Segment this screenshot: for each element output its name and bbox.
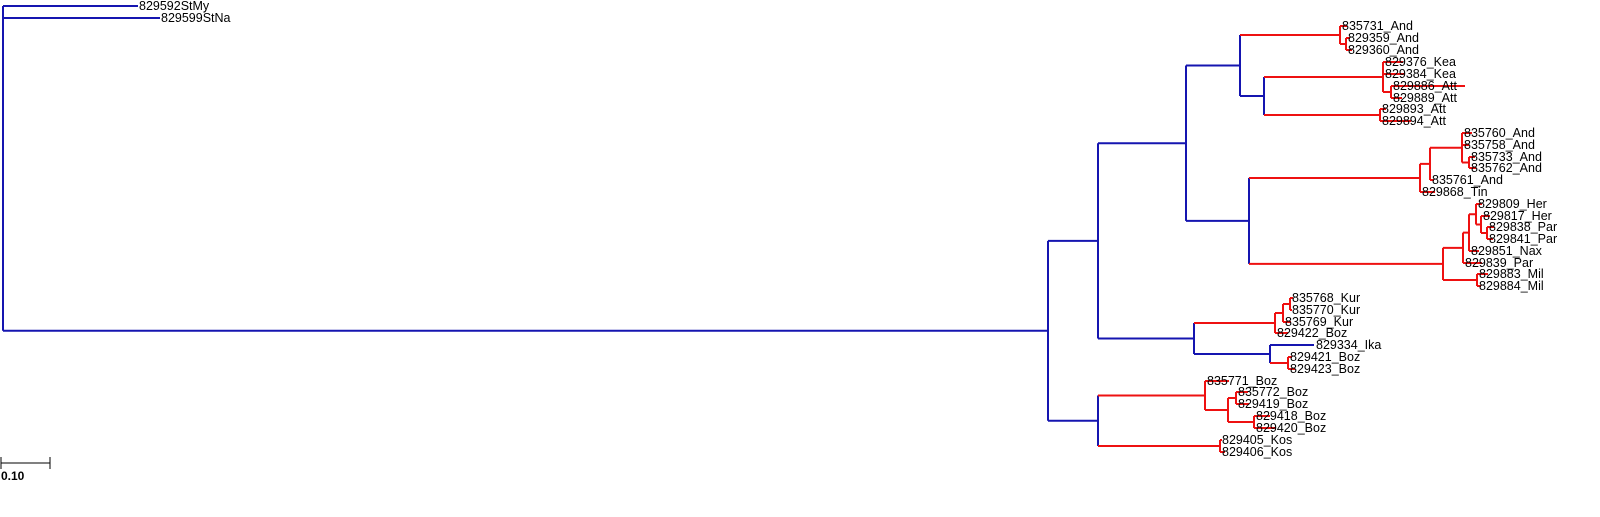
leaf-label: 835772_Boz: [1238, 385, 1308, 399]
leaf-label: 829423_Boz: [1290, 362, 1360, 376]
leaf-label: 829599StNa: [161, 11, 231, 25]
leaf-label: 829868_Tin: [1422, 185, 1488, 199]
leaf-label: 829838_Par: [1489, 220, 1557, 234]
leaf-label: 829419_Boz: [1238, 397, 1308, 411]
leaf-label: 829592StMy: [139, 0, 210, 13]
leaf-label: 835768_Kur: [1292, 291, 1360, 305]
leaf-label: 829851_Nax: [1471, 244, 1543, 258]
leaf-label: 835731_And: [1342, 19, 1413, 33]
leaf-label: 829886_Att: [1393, 79, 1457, 93]
leaf-label: 835762_And: [1471, 161, 1542, 175]
leaf-label: 835769_Kur: [1285, 315, 1353, 329]
tree-branches: [2, 5, 1494, 453]
leaf-label: 835771_Boz: [1207, 374, 1277, 388]
scale-bar: 0.10: [0, 457, 51, 483]
leaf-label: 835761_And: [1432, 173, 1503, 187]
leaf-label: 835770_Kur: [1292, 303, 1360, 317]
leaf-label: 829360_And: [1348, 43, 1419, 57]
leaf-label: 829421_Boz: [1290, 350, 1360, 364]
leaf-label: 829334_Ika: [1316, 338, 1381, 352]
leaf-label: 835758_And: [1464, 138, 1535, 152]
leaf-label: 829841_Par: [1489, 232, 1557, 246]
leaf-label: 829359_And: [1348, 31, 1419, 45]
leaf-label: 829883_Mil: [1479, 267, 1544, 281]
leaf-label: 829420_Boz: [1256, 421, 1326, 435]
leaf-label: 829406_Kos: [1222, 445, 1292, 459]
leaf-label: 835733_And: [1471, 150, 1542, 164]
leaf-label: 835760_And: [1464, 126, 1535, 140]
leaf-label: 829839_Par: [1465, 256, 1533, 270]
scale-bar-label: 0.10: [1, 469, 25, 483]
leaf-label: 829809_Her: [1478, 197, 1547, 211]
leaf-label: 829889_Att: [1393, 91, 1457, 105]
leaf-label: 829894_Att: [1382, 114, 1446, 128]
leaf-label: 829418_Boz: [1256, 409, 1326, 423]
leaf-label: 829405_Kos: [1222, 433, 1292, 447]
leaf-label: 829817_Her: [1483, 209, 1552, 223]
leaf-label: 829376_Kea: [1385, 55, 1456, 69]
leaf-label: 829384_Kea: [1385, 67, 1456, 81]
leaf-label: 829422_Boz: [1277, 326, 1347, 340]
leaf-label: 829884_Mil: [1479, 279, 1544, 293]
leaf-label: 829893_Att: [1382, 102, 1446, 116]
